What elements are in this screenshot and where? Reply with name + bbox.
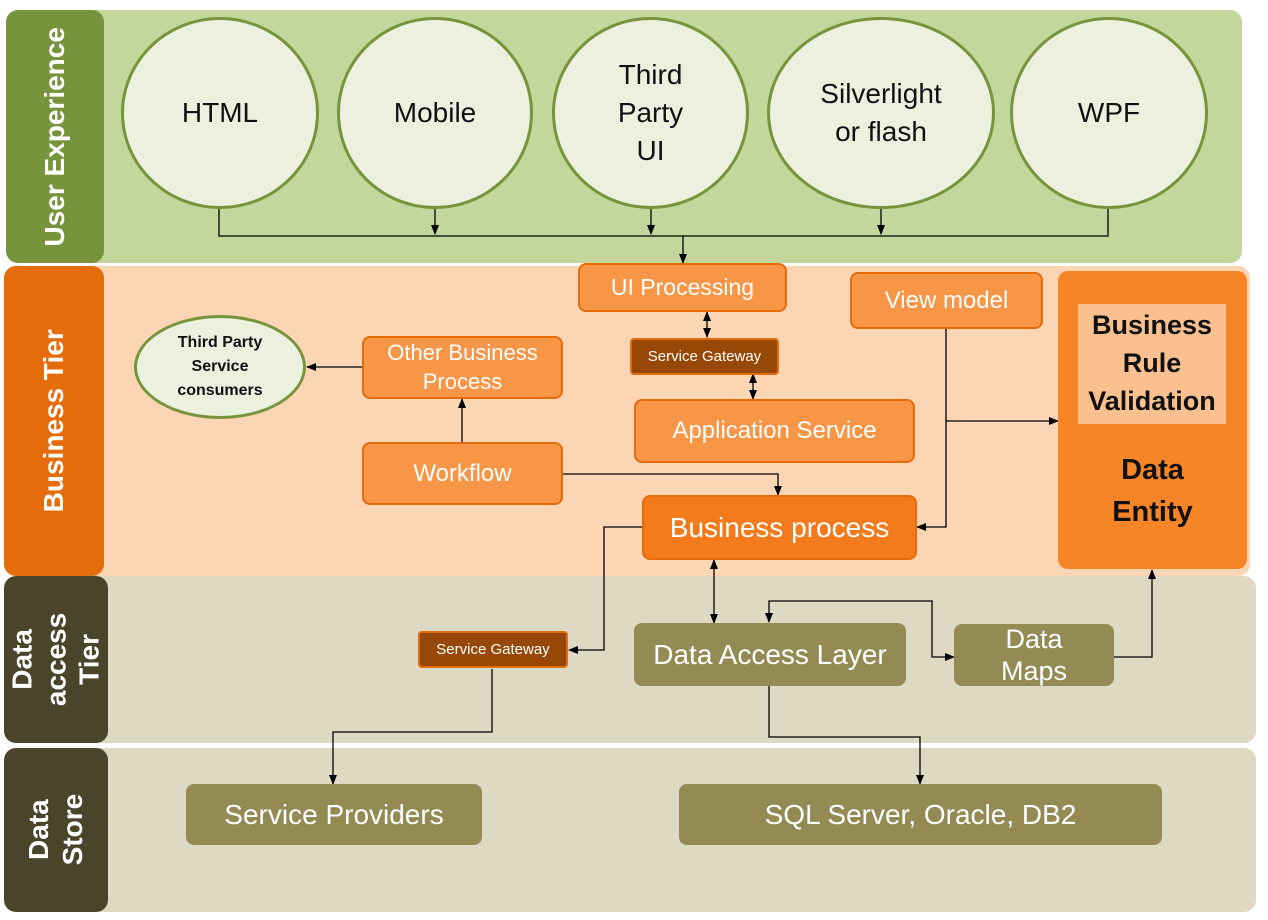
- client-wpf-circle: WPF: [1010, 17, 1208, 209]
- service-gateway-data-box: Service Gateway: [418, 631, 568, 668]
- user-experience-tier-text: User Experience: [39, 26, 71, 247]
- data-access-layer-box: Data Access Layer: [634, 623, 906, 686]
- third-party-consumers-label: Third Party Service consumers: [177, 334, 263, 399]
- data-maps-label: Data Maps: [1000, 623, 1068, 686]
- client-third-party-ui-label: Third Party UI: [617, 59, 684, 166]
- data-maps-box: Data Maps: [954, 624, 1114, 686]
- client-wpf-label: WPF: [1077, 97, 1141, 129]
- service-gateway-top-box: Service Gateway: [630, 338, 779, 375]
- business-process-label: Business process: [669, 511, 890, 543]
- workflow-label: Workflow: [413, 459, 512, 487]
- service-gateway-data-label: Service Gateway: [436, 641, 550, 658]
- application-service-box: Application Service: [634, 399, 915, 463]
- data-entity-label: Data Entity: [1112, 453, 1193, 528]
- data-access-layer-label: Data Access Layer: [653, 638, 887, 670]
- client-mobile-label: Mobile: [393, 97, 477, 129]
- other-business-process-box: Other Business Process: [362, 336, 563, 399]
- data-store-tier-label: Data Store: [4, 748, 108, 912]
- ui-processing-box: UI Processing: [578, 263, 787, 312]
- data-access-tier-text: Data access Tier: [6, 612, 105, 707]
- data-access-tier-label: Data access Tier: [4, 576, 108, 743]
- business-tier-text: Business Tier: [38, 329, 70, 513]
- business-tier-label: Business Tier: [4, 266, 104, 576]
- third-party-consumers-ellipse: Third Party Service consumers: [134, 315, 306, 419]
- business-rule-validation-label: Business Rule Validation: [1088, 310, 1216, 416]
- sql-server-box: SQL Server, Oracle, DB2: [679, 784, 1162, 845]
- business-process-box: Business process: [642, 495, 917, 560]
- service-providers-label: Service Providers: [224, 798, 444, 830]
- client-silverlight-circle: Silverlight or flash: [767, 17, 995, 209]
- data-entity-container: Business Rule Validation Data Entity: [1058, 271, 1247, 569]
- data-entity-label-wrap: Data Entity: [1058, 446, 1247, 536]
- business-rule-validation-box: Business Rule Validation: [1078, 304, 1226, 424]
- ui-processing-label: UI Processing: [610, 273, 755, 300]
- view-model-label: View model: [884, 286, 1009, 314]
- client-html-label: HTML: [181, 97, 259, 129]
- client-third-party-ui-circle: Third Party UI: [552, 17, 749, 209]
- other-business-process-label: Other Business Process: [387, 339, 538, 394]
- client-mobile-circle: Mobile: [337, 17, 533, 209]
- view-model-box: View model: [850, 272, 1043, 329]
- data-store-tier-text: Data Store: [23, 794, 88, 866]
- service-gateway-top-label: Service Gateway: [647, 348, 762, 365]
- workflow-box: Workflow: [362, 442, 563, 505]
- user-experience-tier-label: User Experience: [6, 10, 104, 263]
- sql-server-label: SQL Server, Oracle, DB2: [764, 798, 1077, 830]
- service-providers-box: Service Providers: [186, 784, 482, 845]
- client-silverlight-label: Silverlight or flash: [820, 78, 942, 147]
- client-html-circle: HTML: [121, 17, 319, 209]
- application-service-label: Application Service: [672, 417, 877, 445]
